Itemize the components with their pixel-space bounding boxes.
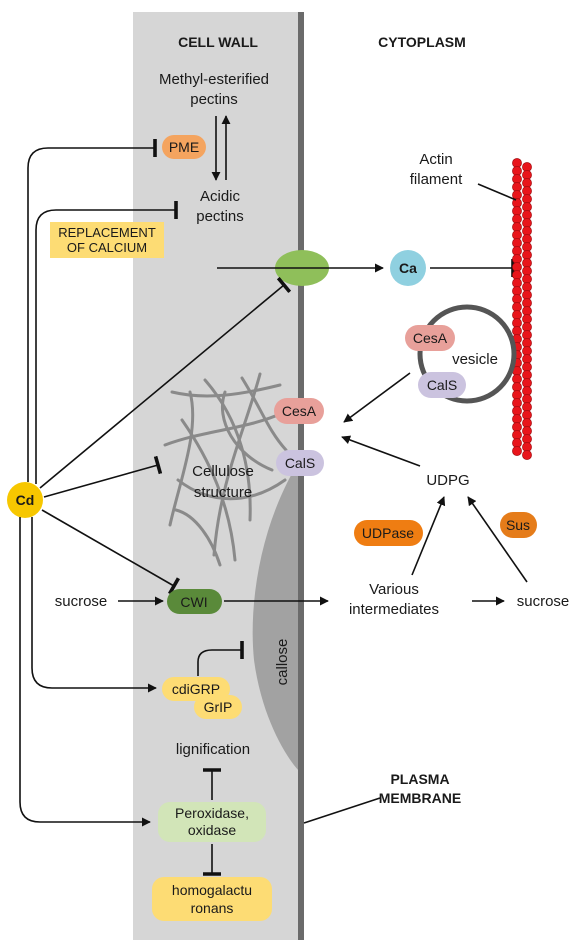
acidic-pectins-label: Acidic [200, 188, 241, 205]
sucrose-cell-wall-label: sucrose [55, 593, 108, 610]
methyl-esterified-pectins-label: Methyl-esterified [159, 71, 269, 88]
plasma-membrane-label: PLASMA [390, 771, 449, 787]
vesicle-label: vesicle [452, 351, 498, 368]
actin-filament-label: Actin [419, 151, 452, 168]
sucrose-to-udpg-arrow [467, 496, 528, 583]
acidic-pectins-label-2: pectins [196, 208, 244, 225]
vesicle-cesa-label: CesA [413, 330, 448, 346]
udpg-label: UDPG [426, 472, 469, 489]
cd-inhibits-cwi [41, 509, 181, 595]
wall-cals-label: CalS [285, 455, 315, 471]
cd-inhibits-pme [27, 139, 157, 482]
vesicle [417, 304, 517, 404]
callose-label: callose [274, 639, 291, 686]
cd-inhibits-cellulose [43, 455, 163, 498]
intermediates-to-udpg-arrow [411, 496, 446, 576]
wall-cesa-label: CesA [282, 403, 317, 419]
wall-cesa-node [274, 398, 324, 424]
cd-inhibits-acidic-pectins [35, 201, 178, 484]
various-intermediates-label-2: intermediates [349, 601, 439, 618]
callose-deposit [252, 460, 300, 772]
cd-activates-cdigrp [31, 517, 157, 693]
cdigrp-label: cdiGRP [172, 681, 220, 697]
cell-wall-region [133, 12, 301, 940]
vesicle-cesa-node [405, 325, 455, 351]
calcium-node [390, 250, 426, 286]
cd-activates-peroxidase [19, 517, 151, 827]
replacement-of-calcium-label-2: OF CALCIUM [67, 240, 147, 255]
udpase-label: UDPase [362, 525, 414, 541]
vesicle-cals-node [418, 372, 466, 398]
actin-filament-label-2: filament [410, 171, 463, 188]
plasma-membrane-pointer [303, 797, 381, 824]
cwi-label: CWI [180, 594, 207, 610]
peroxidase-label: Peroxidase, [175, 805, 249, 821]
grip-label: GrIP [204, 699, 233, 715]
cytoplasm-heading: CYTOPLASM [378, 34, 466, 50]
homogalacturonans-label-2: ronans [191, 900, 234, 916]
sus-label: Sus [506, 517, 530, 533]
cell-wall-heading: CELL WALL [178, 34, 258, 50]
sucrose-cytoplasm-label: sucrose [517, 593, 570, 610]
replacement-of-calcium-label: REPLACEMENT [58, 225, 156, 240]
cellulose-fibers [163, 372, 288, 567]
lignification-label: lignification [176, 741, 250, 758]
udpase-node [354, 520, 423, 546]
actin-filament [512, 158, 532, 460]
cellulose-structure-label: Cellulose [192, 463, 254, 480]
cadmium-label: Cd [16, 492, 35, 508]
peroxidase-node [158, 802, 266, 842]
actin-filament-pointer [477, 183, 517, 201]
pme-node [162, 135, 206, 159]
vesicle-delivery-arrow [343, 372, 411, 423]
cadmium-node [7, 482, 43, 518]
replacement-of-calcium-box [50, 222, 164, 258]
grp-inhibits-callose [197, 641, 244, 676]
peroxidase-label-2: oxidase [188, 822, 236, 838]
cd-inhibits-calcium-channel [39, 276, 292, 489]
various-intermediates-label: Various [369, 581, 419, 598]
actin-bead [522, 450, 532, 460]
methyl-esterified-pectins-label-2: pectins [190, 91, 238, 108]
wall-cals-node [276, 450, 324, 476]
sus-node [500, 512, 537, 538]
cellulose-structure-label-2: structure [194, 484, 252, 501]
homogalacturonans-node [152, 877, 272, 921]
actin-bead [512, 446, 522, 456]
vesicle-cals-label: CalS [427, 377, 457, 393]
grip-node [194, 695, 242, 719]
plasma-membrane-label-2: MEMBRANE [379, 790, 461, 806]
cwi-node [167, 589, 222, 614]
calcium-label: Ca [399, 260, 417, 276]
udpg-to-synthases-arrow [341, 435, 421, 467]
pme-label: PME [169, 139, 199, 155]
homogalacturonans-label: homogalactu [172, 882, 252, 898]
